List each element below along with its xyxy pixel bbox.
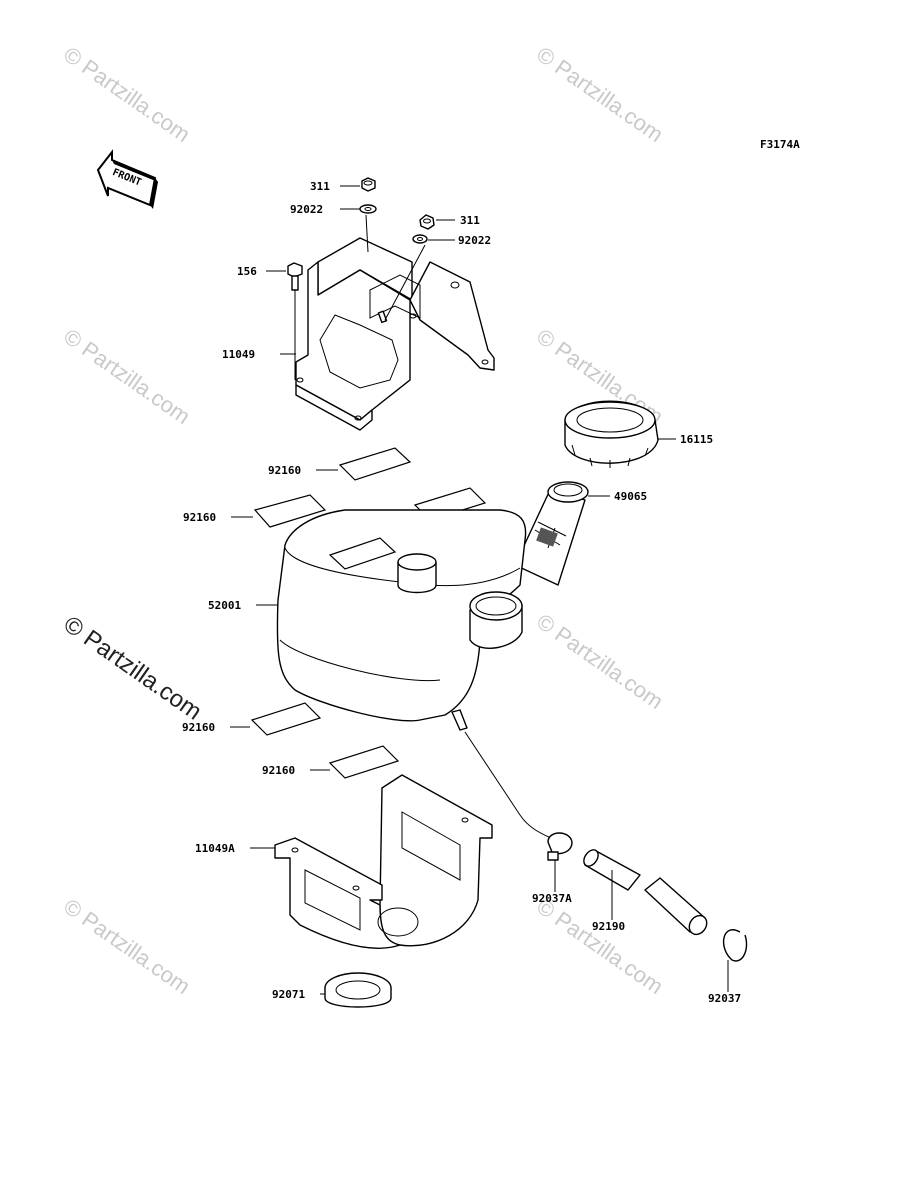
callout-311: 311	[310, 180, 330, 193]
nut-311-right	[419, 214, 435, 230]
callout-92160: 92160	[183, 511, 216, 524]
pad-92160-top	[338, 447, 412, 481]
callout-92160: 92160	[182, 721, 215, 734]
callout-92037: 92037	[708, 992, 741, 1005]
nut-311-left	[361, 177, 376, 192]
pad-92160-bottom-left	[250, 702, 322, 736]
pad-92160-left	[253, 494, 327, 528]
washer-92022-left	[359, 204, 377, 214]
watermark: © Partzilla.com	[59, 894, 195, 1000]
leader-lines	[230, 185, 729, 995]
bracket-11049	[295, 237, 495, 431]
cap-16115	[564, 400, 659, 468]
watermark-dark: © Partzilla.com	[59, 611, 207, 726]
clamp-92037A	[547, 832, 573, 861]
callout-92022: 92022	[458, 234, 491, 247]
callout-156: 156	[237, 265, 257, 278]
watermark: © Partzilla.com	[59, 42, 195, 148]
callout-49065: 49065	[614, 490, 647, 503]
callout-labels: 311 92022 311 92022 156 11049 16115 4906…	[182, 180, 741, 1005]
filter-49065	[514, 481, 589, 586]
bolt-156	[287, 262, 303, 291]
callout-92160: 92160	[268, 464, 301, 477]
figure-code: F3174A	[760, 138, 800, 151]
pad-92160-bottom	[328, 745, 400, 779]
clamp-92037	[722, 929, 748, 962]
callout-92037A: 92037A	[532, 892, 572, 905]
callout-16115: 16115	[680, 433, 713, 446]
callout-11049A: 11049A	[195, 842, 235, 855]
watermark: © Partzilla.com	[532, 42, 668, 148]
watermark: © Partzilla.com	[532, 609, 668, 715]
callout-92190: 92190	[592, 920, 625, 933]
callout-311: 311	[460, 214, 480, 227]
callout-52001: 52001	[208, 599, 241, 612]
watermark: © Partzilla.com	[59, 324, 195, 430]
washer-92022-right	[412, 234, 428, 244]
callout-92022: 92022	[290, 203, 323, 216]
tank-52001	[276, 509, 527, 731]
watermark: © Partzilla.com	[532, 894, 668, 1000]
front-arrow-icon: FRONT	[96, 149, 158, 209]
grommet-92071	[324, 972, 392, 1008]
callout-11049: 11049	[222, 348, 255, 361]
bracket-11049A	[274, 774, 493, 949]
callout-92071: 92071	[272, 988, 305, 1001]
callout-92160: 92160	[262, 764, 295, 777]
